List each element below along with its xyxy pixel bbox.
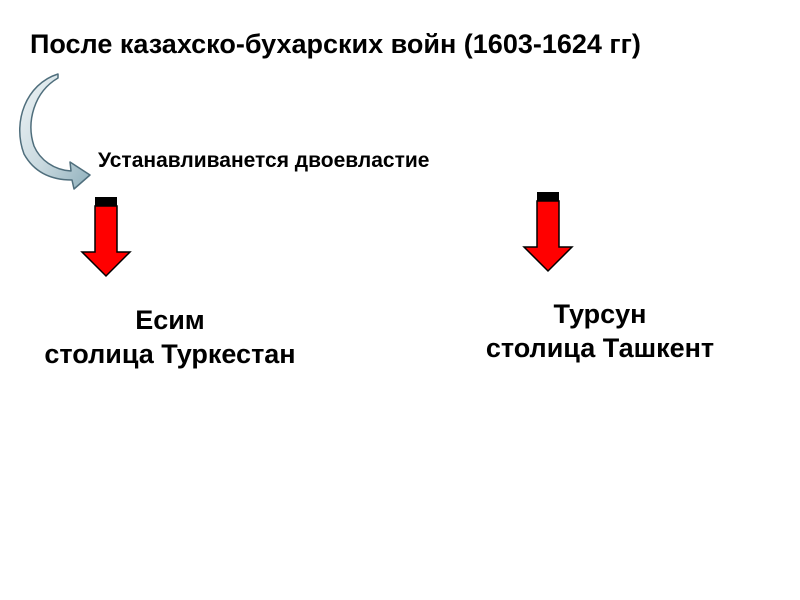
leader-left-name: Есим (135, 305, 205, 335)
curved-arrow-icon (19, 73, 91, 190)
leader-left: Есим столица Туркестан (10, 303, 330, 371)
subtitle: Устанавливанется двоевластие (98, 149, 430, 172)
leader-left-capital: столица Туркестан (44, 339, 296, 369)
leader-right-capital: столица Ташкент (485, 333, 715, 363)
leader-right: Турсун столица Ташкент (445, 297, 755, 365)
down-arrow-icon (80, 197, 132, 278)
leader-right-name: Турсун (553, 299, 647, 329)
slide-title: После казахско-бухарских войн (1603-1624… (30, 29, 641, 59)
down-arrow-icon (522, 192, 574, 273)
